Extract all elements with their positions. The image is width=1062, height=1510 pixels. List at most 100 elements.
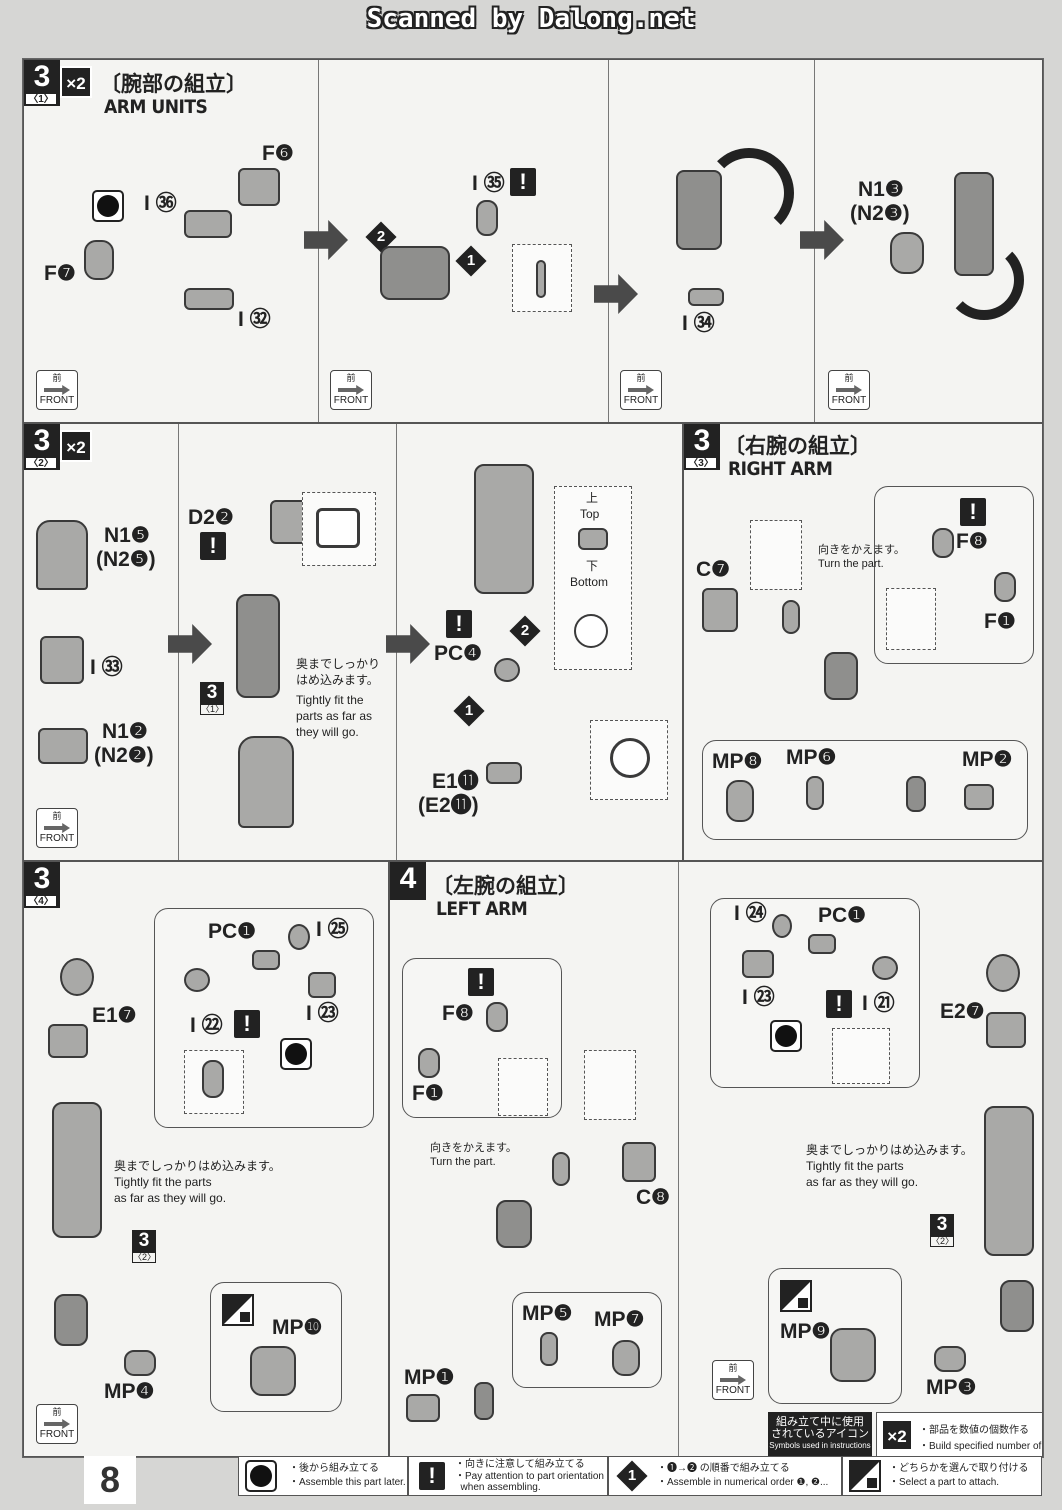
part-image-i33 [40, 636, 84, 684]
assemble-later-icon [245, 1460, 277, 1492]
step-title-jp: 〔左腕の組立〕 [432, 874, 579, 898]
part-label-mp5: MP❺ [522, 1302, 573, 1325]
part-label-i34: I ㉞ [682, 312, 715, 335]
part-label-i33: I ㉝ [90, 656, 123, 679]
order-2-icon: 2 [509, 615, 541, 647]
hand-assembly-image [474, 1382, 494, 1420]
part-image-pc1 [808, 934, 836, 954]
part-label-f1: F❶ [984, 610, 1016, 633]
orientation-warning-icon: ! [446, 610, 472, 638]
part-label-c8: C❽ [636, 1186, 670, 1209]
part-image-hand-joint [552, 1152, 570, 1186]
part-image-mp1 [406, 1394, 440, 1422]
part-label-n13: N1❸ [858, 178, 904, 201]
part-label-i24: I ㉔ [734, 902, 767, 925]
step-reference-3-2: 3〈2〉 [930, 1214, 955, 1247]
fit-note-jp: 奥までしっかりはめ込みます。 [114, 1159, 281, 1173]
part-label-e211: (E2⓫) [418, 794, 479, 817]
part-label-mp1: MP❶ [404, 1366, 455, 1389]
orientation-warning-icon: ! [960, 498, 986, 526]
part-image-pc4 [494, 658, 520, 682]
step-number: 3〈1〉 [24, 60, 60, 106]
part-label-i23: I ㉓ [742, 986, 775, 1009]
detail-socket [316, 508, 360, 548]
forearm-part-image [238, 736, 294, 828]
order-1-icon: 1 [455, 245, 487, 277]
part-image-shoulder-joint [184, 968, 210, 992]
select-part-icon [780, 1280, 812, 1312]
hand-assembly-image [906, 776, 926, 812]
step-3-4-panel: 3〈4〉 PC❶ I ㉕ I ㉒ ! I ㉓ E1❼ 奥までしっかりはめ込みます… [23, 861, 389, 1457]
part-image-hand-joint [782, 600, 800, 634]
step-3-1-panel: 3〈1〉 ×2 〔腕部の組立〕 ARM UNITS I ㊱ F❻ F❼ I ㉜ … [23, 59, 1043, 423]
part-image-shoulder [60, 958, 94, 996]
turn-note-jp: 向きをかえます。 [430, 1142, 517, 1154]
part-label-f1: F❶ [412, 1082, 444, 1105]
part-label-c7: C❼ [696, 558, 730, 581]
part-image-i35 [476, 200, 498, 236]
part-image-i32 [184, 288, 234, 310]
part-image-f8 [486, 1002, 508, 1032]
orientation-warning-icon: ! [200, 532, 226, 560]
part-label-mp6: MP❻ [786, 746, 837, 769]
part-image-mp7 [612, 1340, 640, 1376]
part-label-mp4: MP❹ [104, 1380, 155, 1403]
select-part-icon [222, 1294, 254, 1326]
assemble-later-icon [280, 1038, 312, 1070]
step-title-en: RIGHT ARM [728, 458, 833, 480]
part-image-mp8 [726, 780, 754, 822]
bottom-label-jp: 下 [586, 559, 599, 573]
fit-note-en: Tightly fit the parts as far as they wil… [114, 1175, 227, 1205]
orientation-warning-icon: ! [468, 968, 494, 996]
part-label-i23: I ㉓ [306, 1002, 339, 1025]
fit-note-en: Tightly fit the parts as far as they wil… [806, 1159, 919, 1189]
detail-view [886, 588, 936, 650]
legend-warning: ! ・向きに注意して組み立てる ・Pay attention to part o… [408, 1456, 608, 1496]
top-label-en: Top [580, 507, 600, 521]
legend-order: 1 ・❶→❷ の順番で組み立てる ・Assemble in numerical … [608, 1456, 842, 1496]
part-label-pc1: PC❶ [208, 920, 256, 943]
x2-legend: ×2 ・部品を数値の個数作る ・Build specified number o… [876, 1412, 1042, 1456]
step-4-panel: 4 〔左腕の組立〕 LEFT ARM ! F❽ F❶ 向きをかえます。 Turn… [389, 861, 1043, 1457]
hand-option-bubble [512, 1292, 662, 1388]
part-image-mp6 [806, 776, 824, 810]
orientation-warning-icon: ! [510, 168, 536, 196]
part-image-i36 [184, 210, 232, 238]
part-label-n12: N1❷ [102, 720, 148, 743]
step-title-jp: 〔右腕の組立〕 [724, 434, 871, 458]
part-label-e17: E1❼ [92, 1004, 137, 1027]
part-image-f1 [994, 572, 1016, 602]
part-image-e111 [486, 762, 522, 784]
detail-view [498, 1058, 548, 1116]
part-image-n15 [36, 520, 88, 590]
part-image-mp10 [250, 1346, 296, 1396]
order-1-icon: 1 [616, 1460, 648, 1492]
forearm-part-image [984, 1106, 1034, 1256]
part-image-shoulder [986, 954, 1020, 992]
part-image-i24 [772, 914, 792, 938]
part-label-e111: E1⓫ [432, 770, 479, 793]
rotate-arrow [944, 240, 1024, 320]
part-label-mp9: MP❾ [780, 1320, 831, 1343]
part-label-f8: F❽ [442, 1002, 474, 1025]
part-label-mp10: MP❿ [272, 1316, 323, 1339]
step-number: 4 [390, 862, 426, 900]
part-image-i25 [288, 924, 310, 950]
x2-icon: ×2 [60, 430, 92, 462]
part-image-pc1 [252, 950, 280, 970]
top-label-jp: 上 [586, 491, 599, 505]
part-label-i35: I ㉟ [472, 172, 505, 195]
part-label-n23: (N2❸) [850, 202, 910, 225]
detail-pin [536, 260, 546, 298]
detail-view [750, 520, 802, 590]
legend-later: ・後から組み立てる ・Assemble this part later. [238, 1456, 408, 1496]
part-label-f7: F❼ [44, 262, 76, 285]
detail-bubble [154, 908, 374, 1128]
part-label-i21: I ㉑ [862, 992, 895, 1015]
